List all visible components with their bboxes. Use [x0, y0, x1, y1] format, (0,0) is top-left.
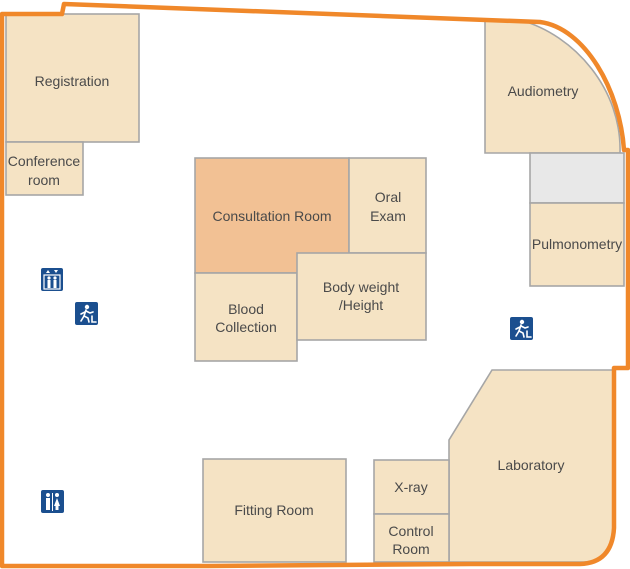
xray-room[interactable] [373, 459, 450, 515]
unlabeled-room [529, 152, 625, 204]
audiometry-label: Audiometry [508, 83, 579, 99]
xray-label: X-ray [394, 479, 427, 495]
pulmonometry-room[interactable] [529, 202, 625, 287]
body-weight-label-line1: Body weight [323, 279, 399, 295]
blood-collection-room[interactable] [194, 272, 298, 362]
emergency-exit-icon[interactable] [510, 317, 533, 340]
oral-exam-label-line1: Oral [375, 189, 401, 205]
control-room-label-line2: Room [392, 541, 429, 557]
conference-label-line2: room [28, 172, 60, 188]
conference-room[interactable] [5, 141, 84, 196]
consultation-label: Consultation Room [212, 208, 331, 224]
blood-collection-label-line1: Blood [228, 301, 264, 317]
laboratory-label: Laboratory [498, 457, 565, 473]
blood-collection-label-line2: Collection [215, 319, 276, 335]
emergency-exit-icon[interactable] [75, 302, 98, 325]
oral-exam-label-line2: Exam [370, 208, 406, 224]
fitting-room[interactable] [202, 458, 347, 563]
oral-exam-room[interactable] [348, 157, 427, 254]
audiometry-room[interactable] [484, 19, 621, 154]
body-weight-height-room[interactable] [296, 252, 427, 341]
control-room-label-line1: Control [388, 523, 433, 539]
pulmonometry-label: Pulmonometry [532, 236, 622, 252]
fitting-room-label: Fitting Room [234, 502, 313, 518]
conference-label-line1: Conference [8, 153, 81, 169]
registration-label: Registration [35, 73, 110, 89]
restroom-icon[interactable] [41, 490, 64, 513]
control-room[interactable] [373, 513, 450, 563]
body-weight-label-line2: /Height [339, 297, 383, 313]
registration-room[interactable] [5, 13, 140, 143]
elevator-icon[interactable] [41, 268, 63, 291]
